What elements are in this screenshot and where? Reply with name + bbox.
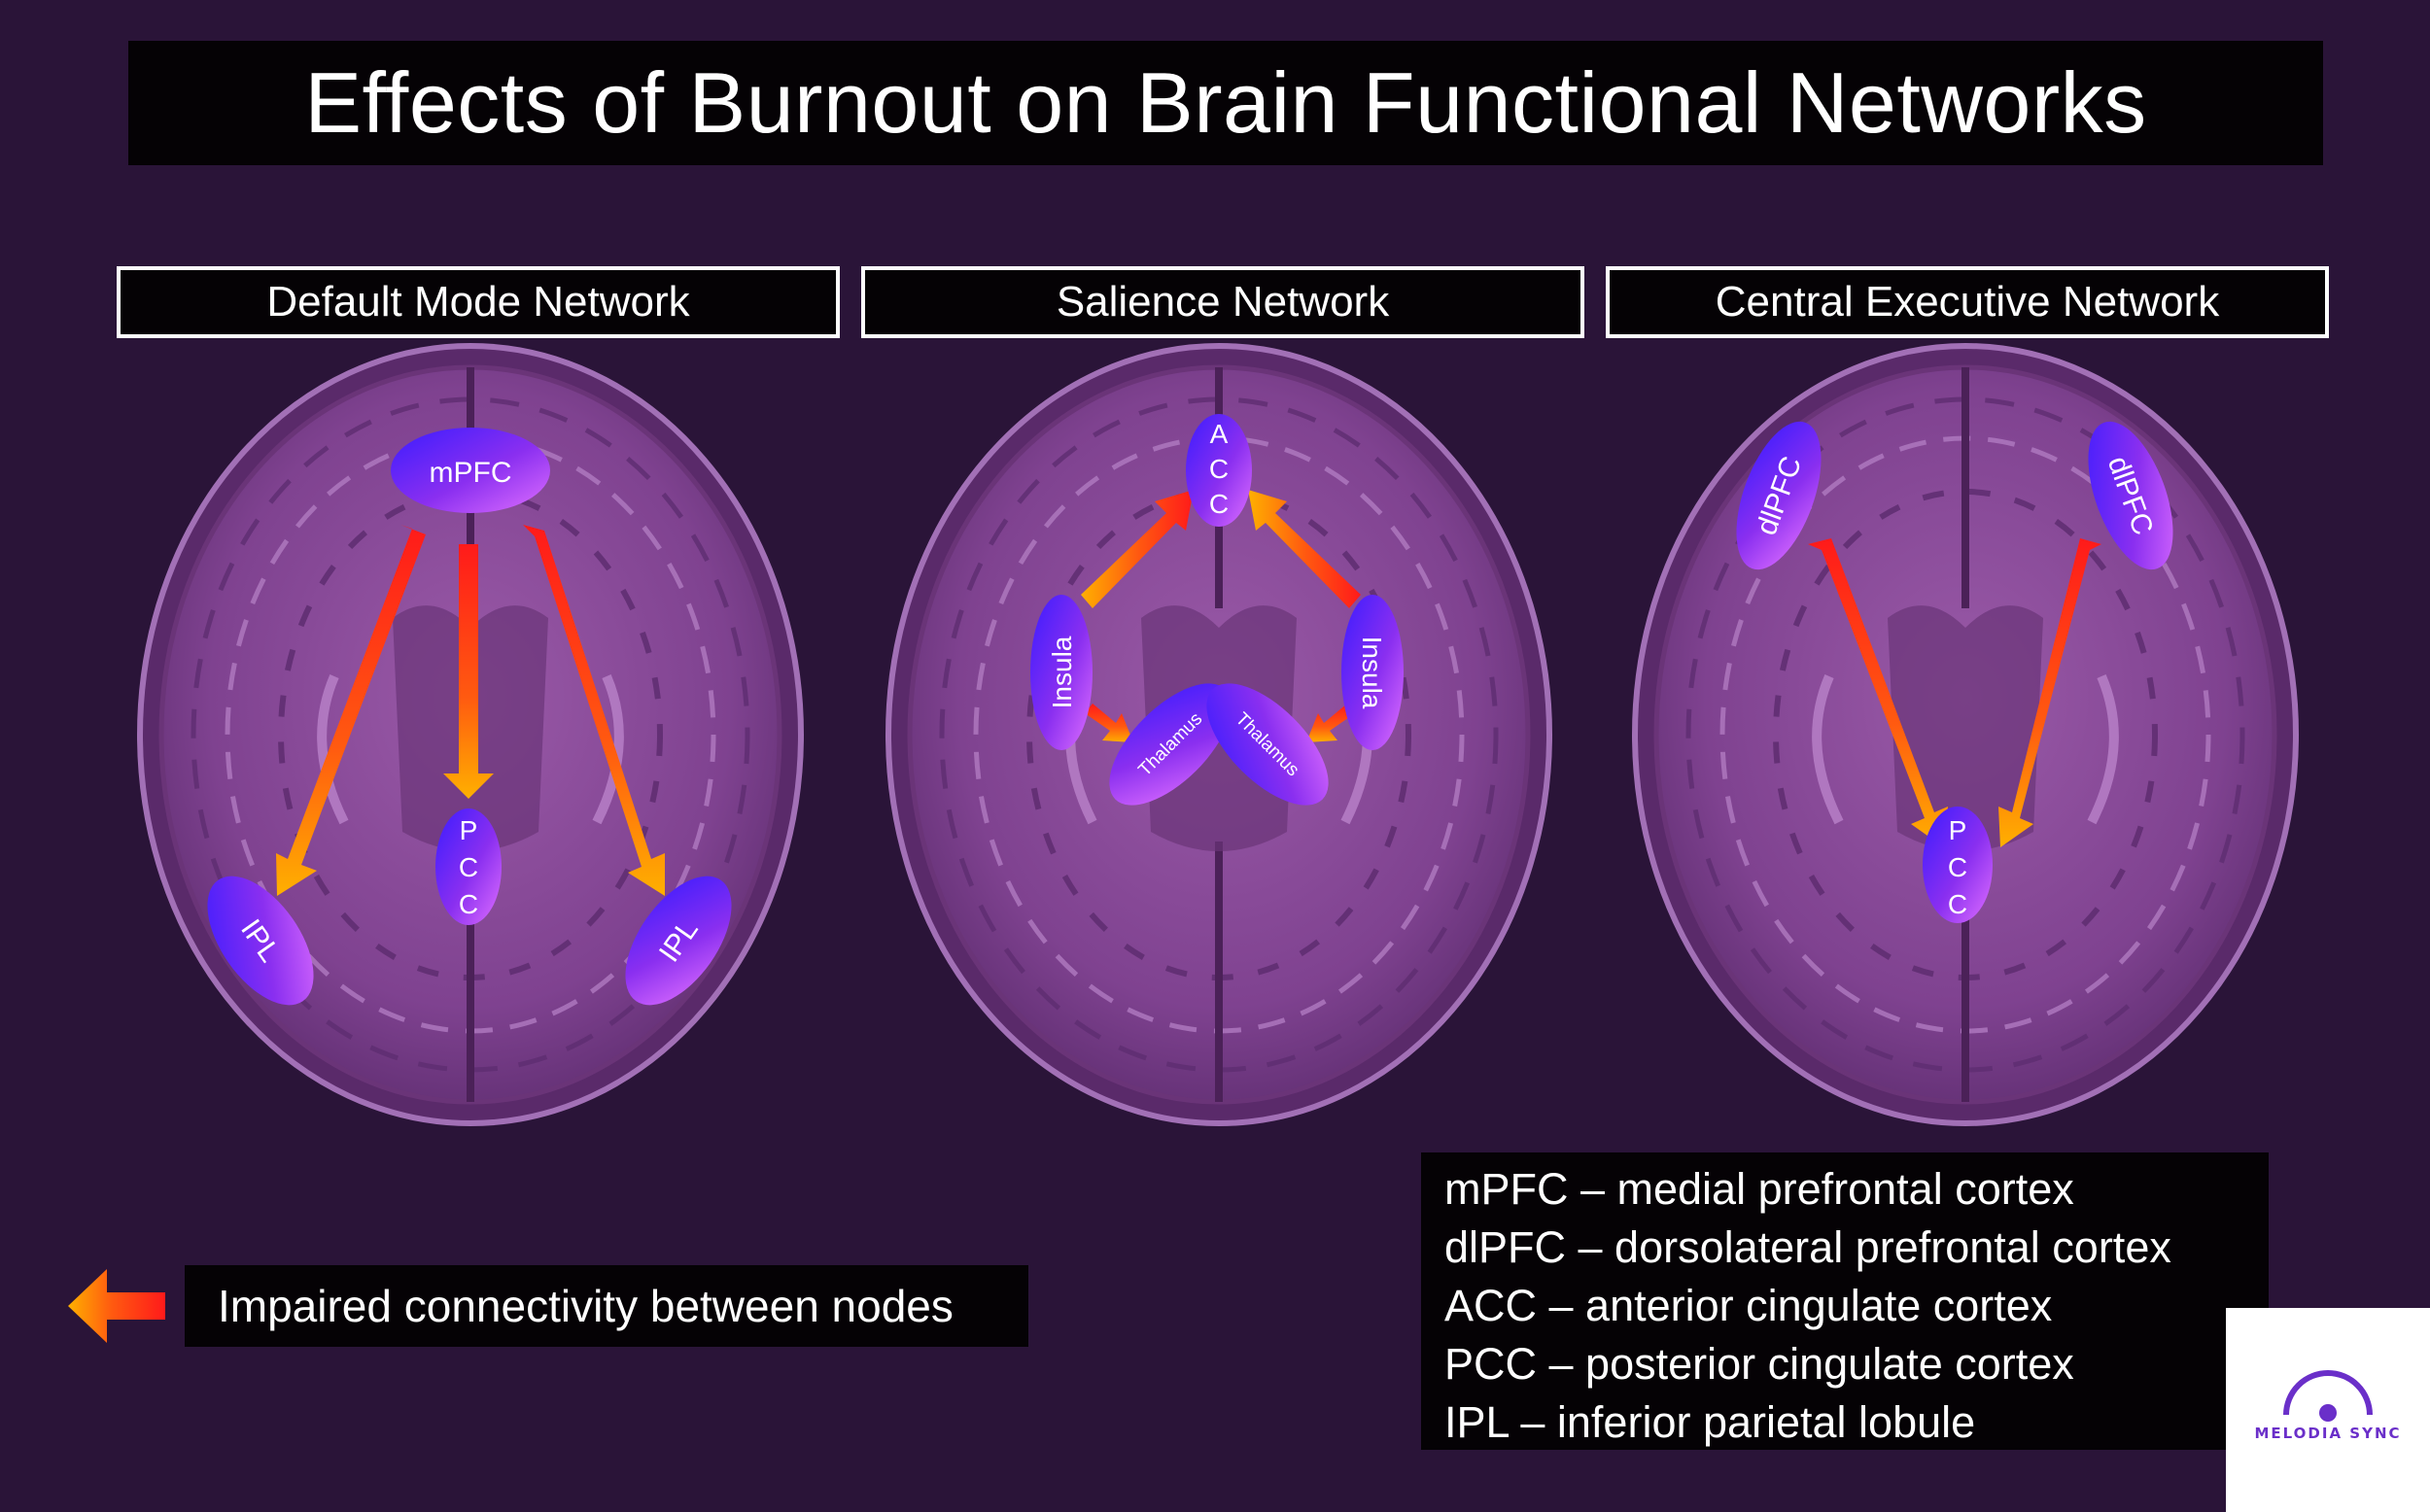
node-insula-left-label: Insula (1047, 636, 1077, 708)
logo-text: MELODIA SYNC (2254, 1425, 2402, 1442)
node-acc-a: A (1210, 419, 1229, 449)
page-title: Effects of Burnout on Brain Functional N… (128, 41, 2323, 165)
node-pcc-c2: C (459, 889, 478, 919)
arrow-mpfc-left-ipl (276, 525, 426, 896)
node-ipl-left (207, 876, 314, 1006)
node-ipl-right (625, 876, 732, 1006)
sn-arrows (1081, 490, 1361, 742)
label-central-executive-network: Central Executive Network (1606, 266, 2329, 338)
node-acc (1186, 414, 1252, 527)
node-acc-c2: C (1209, 489, 1229, 519)
abbr-ipl: IPL – inferior parietal lobule (1444, 1397, 1976, 1447)
arrow-insula-left-acc (1081, 490, 1194, 608)
node-pcc-c1: C (459, 852, 478, 882)
node-pcc-cen-c2: C (1948, 889, 1967, 919)
brain-cen (1635, 346, 2296, 1123)
logo-icon (2283, 1370, 2373, 1422)
cen-arrows (1808, 538, 2101, 847)
node-dlpfc-left (1736, 421, 1822, 570)
node-insula-right-label: Insula (1357, 636, 1387, 709)
dmn-nodes: mPFC P C C IPL IPL (207, 428, 732, 1006)
arrow-insula-right-acc (1248, 490, 1361, 608)
dmn-arrows (276, 525, 665, 896)
node-acc-c1: C (1209, 454, 1229, 484)
abbr-mpfc: mPFC – medial prefrontal cortex (1444, 1164, 2074, 1214)
arrow-dlpfc-left-pcc (1808, 538, 1948, 847)
arrow-insula-right-thalamus (1306, 704, 1355, 742)
node-thalamus-left (1109, 683, 1232, 806)
legend-arrow-icon (68, 1269, 165, 1343)
arrow-dlpfc-right-pcc (1998, 538, 2101, 847)
arrow-mpfc-pcc (443, 544, 494, 799)
label-default-mode-network: Default Mode Network (117, 266, 840, 338)
node-dlpfc-right (2088, 421, 2173, 570)
node-thalamus-right (1206, 683, 1329, 806)
logo: MELODIA SYNC (2226, 1308, 2430, 1512)
abbr-acc: ACC – anterior cingulate cortex (1444, 1281, 2053, 1330)
node-pcc-p: P (460, 815, 478, 845)
node-pcc (435, 808, 502, 925)
abbr-pcc: PCC – posterior cingulate cortex (1444, 1339, 2074, 1389)
label-salience-network: Salience Network (861, 266, 1584, 338)
arrow-insula-left-thalamus (1085, 704, 1133, 742)
node-insula-right (1341, 595, 1404, 750)
arrow-mpfc-right-ipl (523, 525, 665, 896)
node-pcc-cen-p: P (1949, 815, 1967, 845)
sn-nodes: A C C Insula Insula Thalamus Thalamus (1030, 414, 1404, 806)
abbr-dlpfc: dlPFC – dorsolateral prefrontal cortex (1444, 1222, 2171, 1272)
node-insula-left (1030, 595, 1093, 750)
cen-nodes: dlPFC dlPFC P C C (1736, 421, 2173, 923)
node-mpfc (391, 428, 550, 513)
node-pcc-cen (1923, 807, 1993, 923)
legend-arrow-meaning: Impaired connectivity between nodes (185, 1265, 1028, 1347)
abbreviations-box: mPFC – medial prefrontal cortex dlPFC – … (1421, 1152, 2269, 1450)
node-mpfc-label: mPFC (430, 457, 512, 489)
node-pcc-cen-c1: C (1948, 852, 1967, 882)
